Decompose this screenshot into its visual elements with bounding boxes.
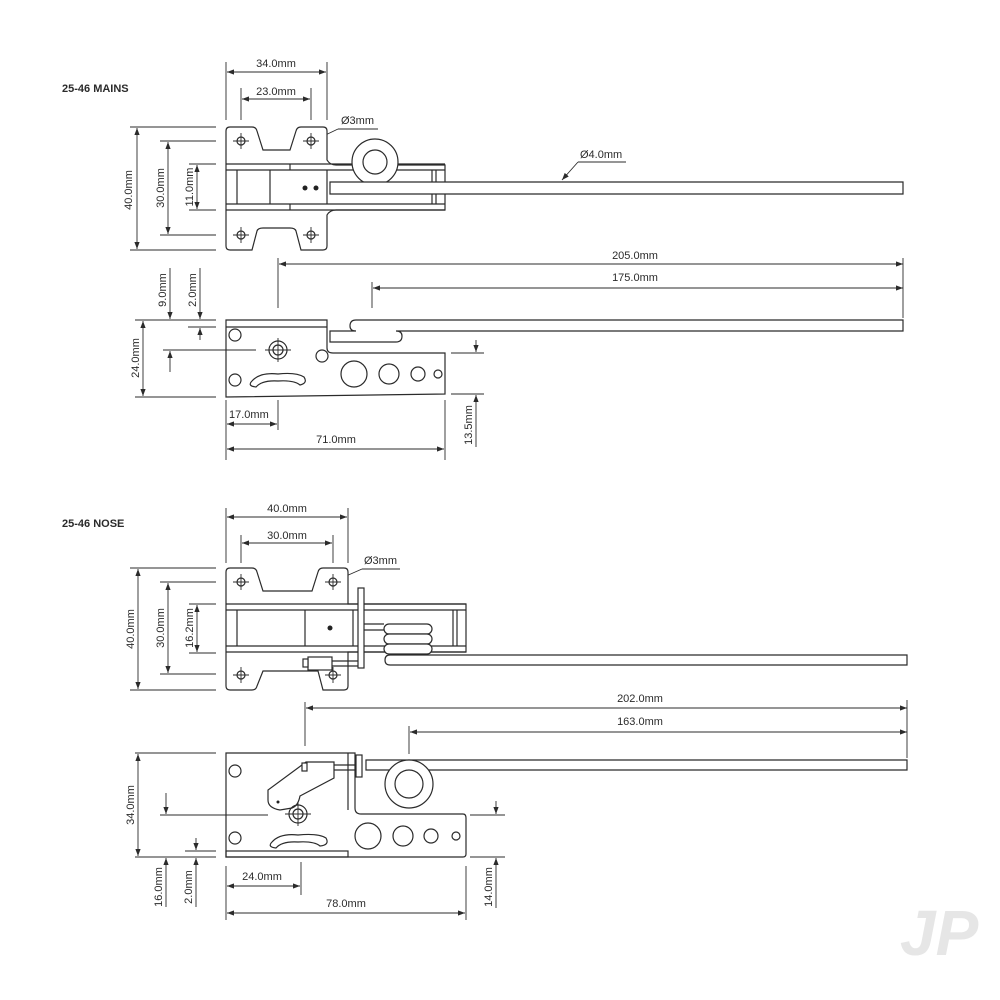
mains-hole-dia: Ø3mm xyxy=(341,115,374,127)
nose-hole-dia: Ø3mm xyxy=(364,555,397,567)
mains-height-outer: 40.0mm xyxy=(123,170,135,210)
nose-height: 34.0mm xyxy=(125,785,137,825)
nose-length: 78.0mm xyxy=(326,898,366,910)
mains-pivot-offset: 17.0mm xyxy=(229,409,269,421)
mains-wire-length: 205.0mm xyxy=(612,250,658,262)
nose-top-view: 25-46 NOSE 40.0mm 30.0mm Ø3mm 40.0mm 30.… xyxy=(62,503,908,691)
nose-offset-bottom: 16.0mm xyxy=(153,867,165,907)
nose-offset-lip: 2.0mm xyxy=(183,870,195,904)
nose-wire-straight: 163.0mm xyxy=(617,716,663,728)
mains-height: 24.0mm xyxy=(130,338,142,378)
nose-width-holes: 30.0mm xyxy=(267,530,307,542)
mains-offset-top: 9.0mm xyxy=(157,273,169,307)
nose-height-outer: 40.0mm xyxy=(125,609,137,649)
mains-offset-lip: 2.0mm xyxy=(187,273,199,307)
mains-wire-straight: 175.0mm xyxy=(612,272,658,284)
mains-width-outer: 34.0mm xyxy=(256,58,296,70)
mains-wire-dia: Ø4.0mm xyxy=(580,149,622,161)
mains-title: 25-46 MAINS xyxy=(62,83,129,95)
mains-side-view: 205.0mm 175.0mm 9.0mm 2.0mm 24.0mm 17.0m… xyxy=(130,250,904,460)
jp-watermark-logo: JP xyxy=(900,897,979,969)
nose-side-view: 202.0mm 163.0mm 34.0mm 16.0mm 2.0mm 24.0… xyxy=(125,693,908,920)
nose-title: 25-46 NOSE xyxy=(62,518,124,530)
nose-height-channel: 16.2mm xyxy=(184,608,196,648)
nose-wire-length: 202.0mm xyxy=(617,693,663,705)
mains-tail-height: 13.5mm xyxy=(463,405,475,445)
mains-top-view: 25-46 MAINS 34.0mm 23.0mm Ø3mm Ø4.0mm 40… xyxy=(62,58,904,251)
nose-pivot-offset: 24.0mm xyxy=(242,871,282,883)
mains-height-channel: 11.0mm xyxy=(184,168,196,207)
nose-height-holes: 30.0mm xyxy=(155,608,167,648)
nose-tail-height: 14.0mm xyxy=(483,867,495,907)
nose-width-outer: 40.0mm xyxy=(267,503,307,515)
mains-length: 71.0mm xyxy=(316,434,356,446)
mains-height-holes: 30.0mm xyxy=(155,168,167,208)
mains-width-holes: 23.0mm xyxy=(256,86,296,98)
